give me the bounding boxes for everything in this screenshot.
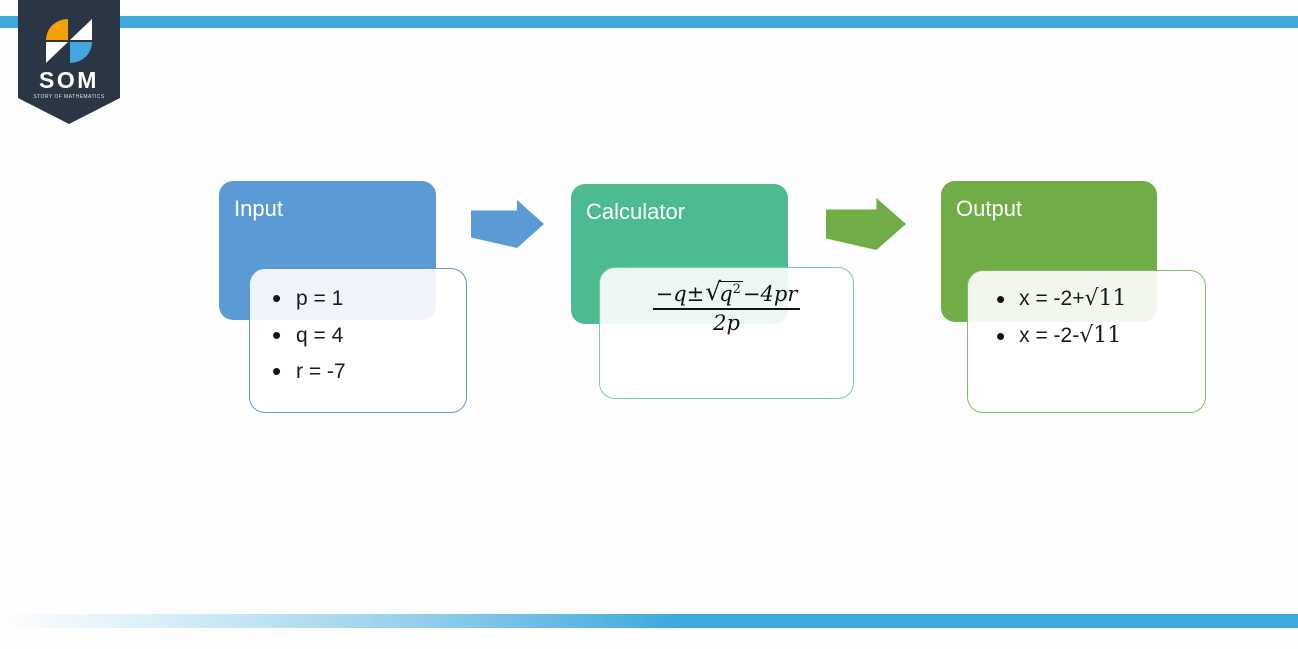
radical-sign-icon: √ <box>705 277 722 306</box>
formula-prefix: −q± <box>655 282 705 306</box>
input-values-list: p = 1 q = 4 r = -7 <box>250 283 466 387</box>
bottom-accent-bar <box>0 614 1298 628</box>
top-accent-bar <box>0 16 1298 28</box>
calculator-title: Calculator <box>586 199 686 224</box>
som-logo-icon <box>46 19 92 63</box>
logo-text: SOM <box>39 67 99 93</box>
input-title: Input <box>234 196 283 221</box>
radicand-base: q <box>719 282 733 306</box>
logo-quarter-orange <box>46 19 68 40</box>
calculator-formula-box: −q± √ q2 −4pr 2p <box>599 267 854 399</box>
radicand-exponent: 2 <box>732 282 741 297</box>
quadratic-formula: −q± √ q2 −4pr 2p <box>652 277 801 335</box>
input-values-box: p = 1 q = 4 r = -7 <box>249 268 467 413</box>
formula-suffix: −4pr <box>742 282 798 306</box>
formula-radicand: q2 <box>719 281 743 306</box>
output-title: Output <box>956 196 1023 221</box>
output-item-1: • x = -2+ √11 <box>996 286 1205 312</box>
output-values-box: • x = -2+ √11 • x = -2- √11 <box>967 270 1206 413</box>
formula-numerator: −q± √ q2 −4pr <box>652 277 801 310</box>
logo-quarter-white-bottom <box>46 42 68 63</box>
formula-radical: √ q2 <box>705 277 743 306</box>
output-value-2-prefix: x = -2- <box>1019 324 1080 347</box>
logo-quarter-blue <box>70 42 92 63</box>
logo-tagline: STORY OF MATHEMATICS <box>33 94 105 100</box>
output-item-2: • x = -2- √11 <box>996 323 1205 349</box>
som-logo-banner: SOM STORY OF MATHEMATICS <box>18 0 120 124</box>
output-value-1-radical: √11 <box>1084 286 1127 311</box>
arrow-input-to-calculator <box>471 200 544 248</box>
input-value-p: p = 1 <box>272 283 466 314</box>
input-value-r: r = -7 <box>272 356 466 387</box>
bullet-dot-icon: • <box>996 321 1006 351</box>
output-value-2-radical: √11 <box>1079 323 1122 348</box>
output-value-1-prefix: x = -2+ <box>1019 287 1085 310</box>
arrow-calculator-to-output <box>826 198 906 250</box>
logo-quarter-white-top <box>70 19 92 40</box>
input-value-q: q = 4 <box>272 320 466 351</box>
bullet-dot-icon: • <box>996 284 1006 314</box>
formula-denominator: 2p <box>713 311 740 335</box>
